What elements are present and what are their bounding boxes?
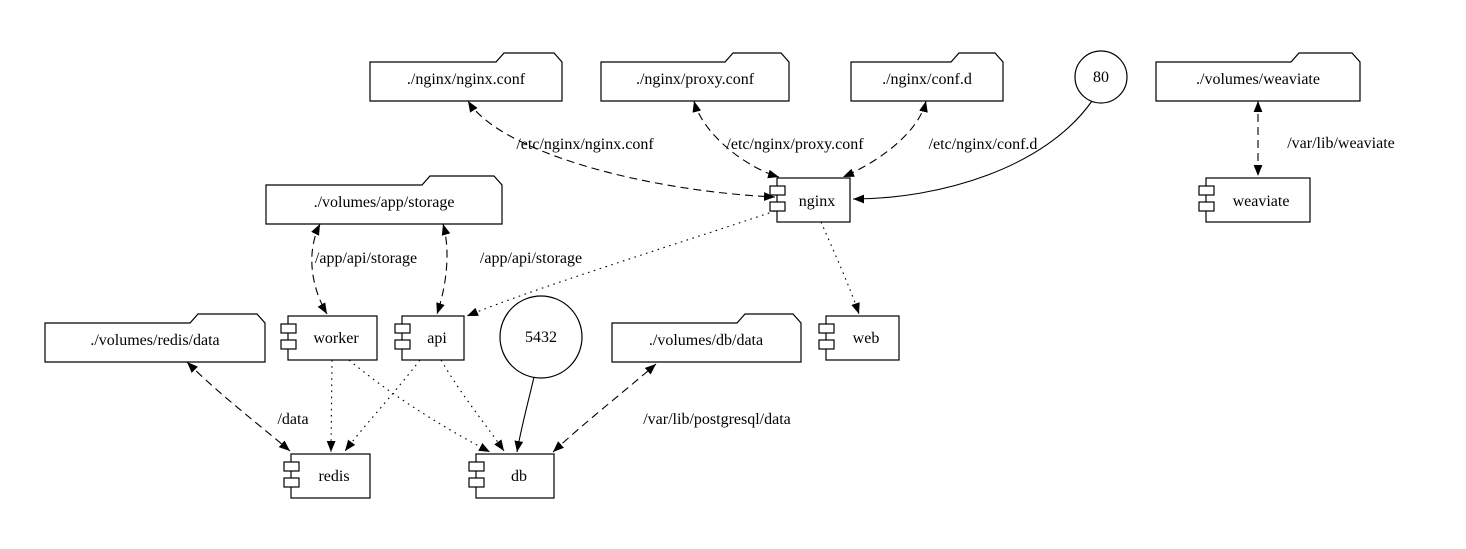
- node-service-nginx: nginx: [769, 177, 851, 223]
- edge-port5432-db: [514, 376, 535, 453]
- node-label: ./nginx/nginx.conf: [407, 71, 526, 88]
- node-volumes-app-storage: ./volumes/app/storage: [265, 175, 503, 225]
- folder-icon: [850, 52, 1004, 102]
- nodes-layer: ./nginx/nginx.conf ./nginx/proxy.conf ./…: [44, 50, 1361, 499]
- port-circle: [1074, 50, 1128, 104]
- edge-nginx-confd: [842, 100, 928, 178]
- node-port-5432: 5432: [499, 295, 583, 379]
- edge-nginx-proxyconf: [692, 100, 780, 179]
- node-label: ./nginx/proxy.conf: [636, 71, 755, 88]
- edge-worker-db: [348, 359, 491, 453]
- component-tab-icon: [1198, 185, 1215, 196]
- node-service-web: web: [818, 315, 900, 361]
- component-tab-icon: [283, 477, 300, 488]
- edge-nginx-api: [466, 210, 776, 317]
- edges-layer: [186, 100, 1263, 453]
- component-tab-icon: [283, 461, 300, 472]
- node-label: ./volumes/app/storage: [314, 194, 455, 211]
- node-label: 5432: [525, 329, 557, 346]
- node-label: redis: [318, 468, 349, 485]
- edge-label-worker-storage: /app/api/storage: [315, 250, 417, 267]
- edge-redis-volume: [186, 361, 291, 452]
- node-proxy-conf-file: ./nginx/proxy.conf: [600, 52, 790, 102]
- node-service-weaviate: weaviate: [1198, 177, 1311, 223]
- edge-worker-appstorage: [311, 223, 328, 315]
- edge-label-api-storage: /app/api/storage: [480, 250, 582, 267]
- node-volumes-redis-data: ./volumes/redis/data: [44, 313, 266, 363]
- node-label: ./volumes/redis/data: [90, 332, 219, 349]
- edge-label-proxyconf-mount: /etc/nginx/proxy.conf: [726, 136, 864, 153]
- node-service-db: db: [468, 453, 555, 499]
- edge-label-weaviate-mount: /var/lib/weaviate: [1287, 135, 1395, 152]
- node-label: ./nginx/conf.d: [882, 71, 972, 88]
- folder-icon: [369, 52, 563, 102]
- component-box: [475, 453, 555, 499]
- component-tab-icon: [769, 201, 786, 212]
- component-box: [1205, 177, 1311, 223]
- component-tab-icon: [468, 477, 485, 488]
- component-box: [290, 453, 371, 499]
- node-service-api: api: [394, 315, 465, 361]
- edge-label-db-mount: /var/lib/postgresql/data: [643, 411, 791, 428]
- component-tab-icon: [394, 323, 411, 334]
- edge-label-redis-mount: /data: [277, 411, 308, 428]
- edge-api-redis: [344, 359, 421, 452]
- edge-nginx-web: [820, 221, 860, 315]
- folder-icon: [1155, 52, 1361, 102]
- component-tab-icon: [818, 323, 835, 334]
- component-tab-icon: [1198, 201, 1215, 212]
- component-box: [401, 315, 465, 361]
- node-volumes-weaviate: ./volumes/weaviate: [1155, 52, 1361, 102]
- node-conf-d-dir: ./nginx/conf.d: [850, 52, 1004, 102]
- component-tab-icon: [769, 185, 786, 196]
- node-port-80: 80: [1074, 50, 1128, 104]
- edge-db-volume: [552, 363, 657, 453]
- folder-icon: [611, 313, 802, 363]
- component-tab-icon: [818, 339, 835, 350]
- component-box: [825, 315, 900, 361]
- node-label: worker: [313, 330, 359, 347]
- edge-port80-nginx: [852, 100, 1093, 204]
- node-service-redis: redis: [283, 453, 371, 499]
- node-volumes-db-data: ./volumes/db/data: [611, 313, 802, 363]
- node-label: ./volumes/db/data: [649, 332, 763, 349]
- folder-icon: [600, 52, 790, 102]
- edge-labels-layer: /etc/nginx/nginx.conf /etc/nginx/proxy.c…: [277, 135, 1394, 428]
- node-label: ./volumes/weaviate: [1196, 71, 1320, 88]
- node-nginx-conf-file: ./nginx/nginx.conf: [369, 52, 563, 102]
- edge-nginx-nginxconf: [467, 100, 776, 201]
- node-label: weaviate: [1233, 193, 1290, 210]
- folder-icon: [44, 313, 266, 363]
- component-tab-icon: [394, 339, 411, 350]
- component-box: [776, 177, 851, 223]
- component-tab-icon: [280, 339, 297, 350]
- edge-worker-redis: [326, 359, 336, 453]
- component-tab-icon: [280, 323, 297, 334]
- port-circle: [499, 295, 583, 379]
- node-label: nginx: [799, 193, 835, 210]
- node-service-worker: worker: [280, 315, 378, 361]
- node-label: api: [427, 330, 447, 347]
- component-tab-icon: [468, 461, 485, 472]
- folder-icon: [265, 175, 503, 225]
- component-box: [287, 315, 378, 361]
- edge-api-appstorage: [436, 223, 451, 315]
- edge-label-confd-mount: /etc/nginx/conf.d: [929, 136, 1038, 153]
- node-label: db: [511, 468, 527, 485]
- node-label: 80: [1093, 69, 1109, 86]
- edge-label-nginxconf-mount: /etc/nginx/nginx.conf: [516, 136, 654, 153]
- node-label: web: [853, 330, 880, 347]
- edge-api-db: [440, 359, 505, 452]
